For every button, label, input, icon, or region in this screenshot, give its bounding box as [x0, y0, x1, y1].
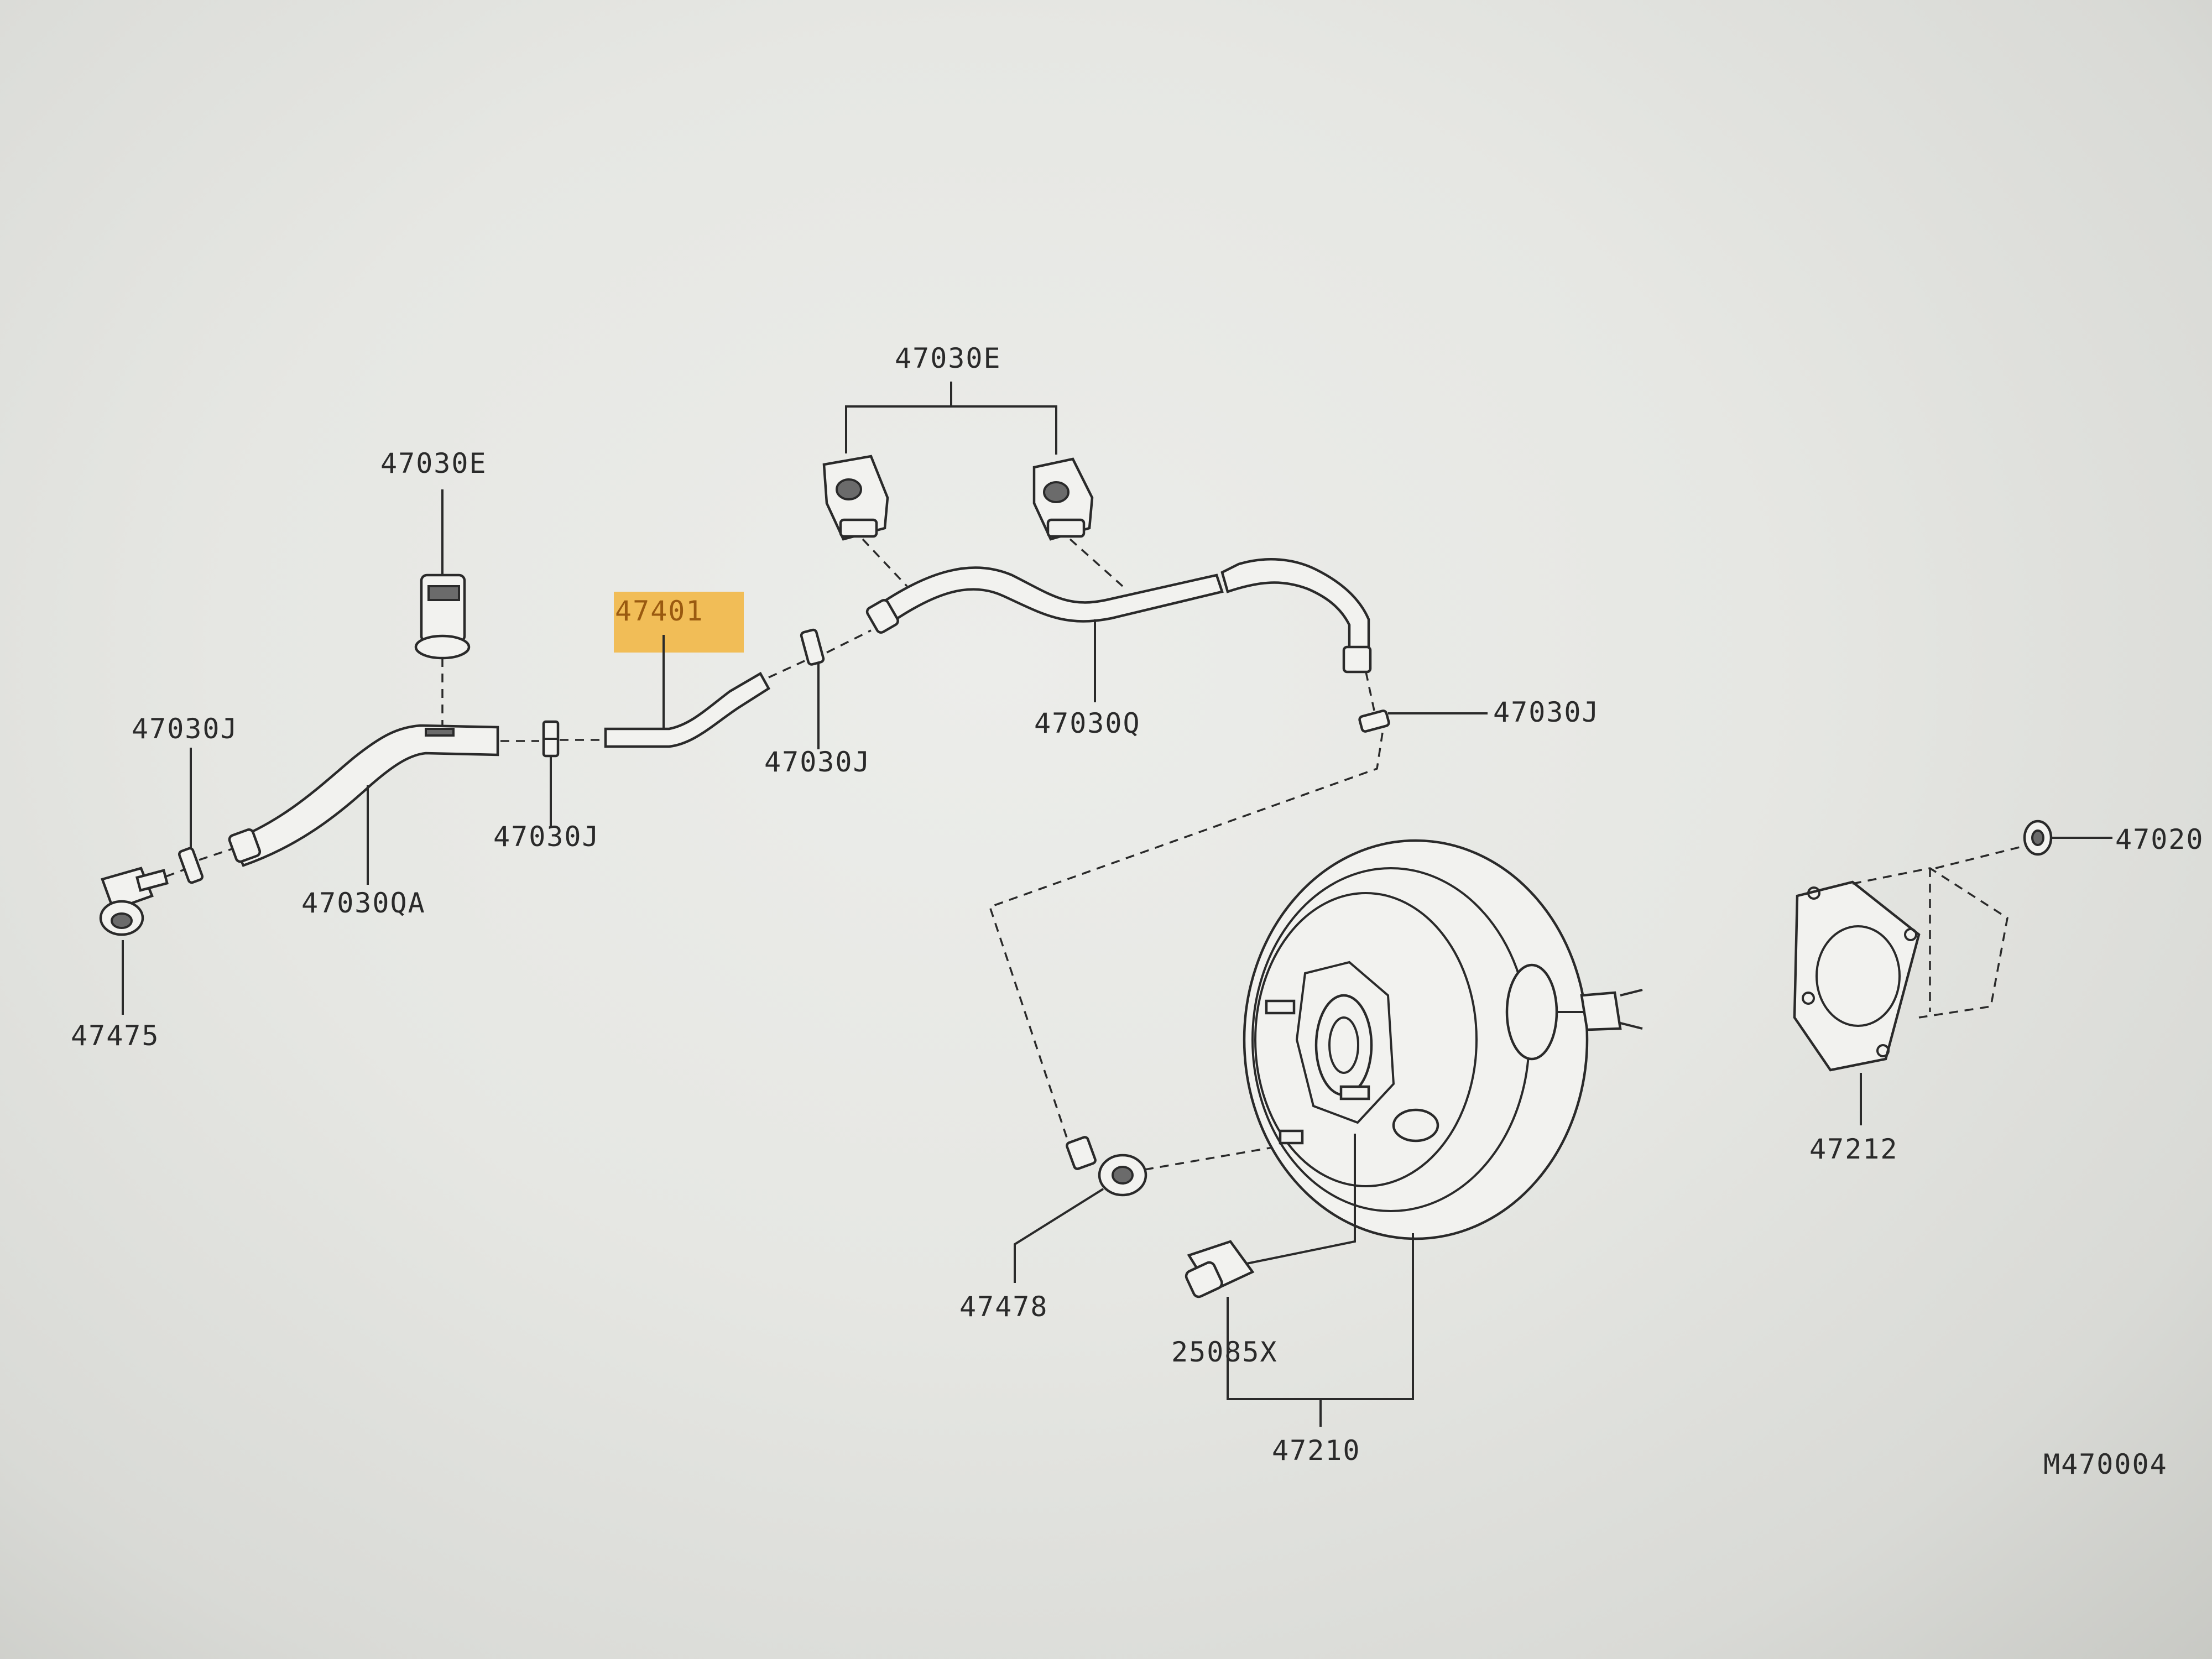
- label-47030J-center: 47030J: [764, 746, 871, 778]
- link-dash: [199, 848, 233, 861]
- bracket-47210: [1227, 1233, 1414, 1400]
- gasket-icon[interactable]: [1793, 880, 1921, 1072]
- clip-top-left-icon[interactable]: [414, 573, 471, 660]
- label-47030Q: 47030Q: [1034, 707, 1141, 739]
- link-dash: [1935, 845, 2025, 869]
- sensor-icon[interactable]: [1185, 1240, 1255, 1298]
- hose-47030Q-icon[interactable]: [865, 558, 1372, 674]
- part-number-highlight: [614, 592, 744, 653]
- label-47030QA: 47030QA: [301, 887, 426, 919]
- link-dash: [1365, 671, 1375, 711]
- leader-47478: [1014, 1188, 1104, 1283]
- clamp-mid-icon[interactable]: [542, 720, 560, 758]
- clamp-left-icon[interactable]: [178, 847, 204, 884]
- label-47030J-mid: 47030J: [493, 821, 600, 853]
- label-25085X: 25085X: [1171, 1336, 1278, 1368]
- label-47030E-left: 47030E: [380, 447, 487, 479]
- label-47475: 47475: [71, 1020, 160, 1052]
- check-valve-booster-icon[interactable]: [1066, 1136, 1147, 1197]
- label-47030J-left: 47030J: [132, 713, 238, 745]
- clip-top-right-a-icon[interactable]: [822, 455, 889, 541]
- link-dash-route: [988, 732, 1384, 1140]
- label-47030E-top: 47030E: [895, 342, 1001, 374]
- link-dash: [862, 538, 908, 587]
- nut-icon[interactable]: [2023, 820, 2053, 856]
- link-dash: [768, 660, 805, 679]
- check-valve-left-icon[interactable]: [99, 867, 169, 936]
- hose-47030QA-icon[interactable]: [228, 724, 499, 867]
- bracket-47030E-top: [845, 405, 1057, 455]
- label-47030J-right: 47030J: [1493, 696, 1600, 728]
- label-47478: 47478: [959, 1291, 1048, 1323]
- clamp-right-icon[interactable]: [1358, 709, 1390, 733]
- link-dash-gasket: [1852, 867, 2008, 1019]
- label-47401: 47401: [615, 595, 704, 627]
- hose-47401-icon[interactable]: [604, 671, 770, 748]
- label-diagram-id: M470004: [2043, 1448, 2168, 1480]
- label-47020: 47020: [2115, 823, 2204, 855]
- link-dash: [1144, 1144, 1289, 1171]
- label-47212: 47212: [1809, 1133, 1898, 1165]
- link-dash: [1069, 538, 1124, 587]
- brake-booster-icon[interactable]: [1243, 839, 1643, 1240]
- label-47210: 47210: [1272, 1434, 1361, 1467]
- clip-top-right-b-icon[interactable]: [1032, 457, 1094, 541]
- link-booster-sensor: [1233, 1134, 1356, 1267]
- link-dash: [826, 629, 872, 654]
- clamp-center-icon[interactable]: [800, 628, 825, 666]
